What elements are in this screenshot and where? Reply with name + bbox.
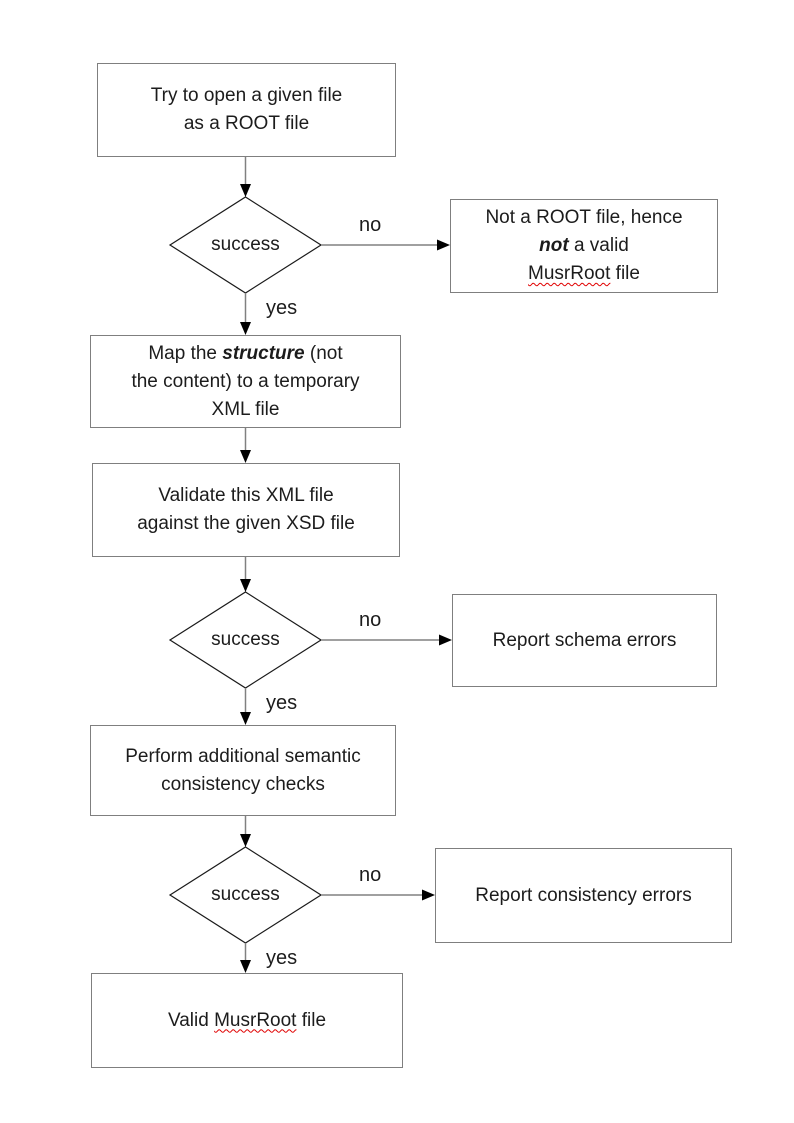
arrow-validate-to-success2 [240, 557, 251, 592]
arrow-map-to-validate [240, 428, 251, 463]
text-line: Try to open a given file [150, 85, 343, 106]
text-line: Perform additional semantic [125, 745, 361, 767]
text-line: as a ROOT file [183, 113, 310, 134]
text-line: Not a ROOT file, hence [485, 207, 683, 228]
arrowhead-down-icon [240, 450, 251, 463]
emphasized-word: structure [222, 342, 305, 364]
arrow-success3-no [321, 889, 435, 901]
arrow-success3-yes [240, 943, 251, 973]
node-map-structure: Map the structure (not the content) to a… [90, 335, 401, 428]
arrow-success1-yes [240, 293, 251, 335]
node-semantic-checks: Perform additional semantic consistency … [90, 725, 396, 816]
node-report-consistency: Report consistency errors [435, 848, 732, 943]
edge-label-no-3: no [359, 864, 382, 886]
arrowhead-down-icon [240, 712, 251, 725]
arrowhead-right-icon [422, 889, 435, 901]
text-fragment: Map the [148, 342, 223, 364]
text-line: not a valid [539, 232, 629, 260]
arrow-success2-yes [240, 688, 251, 725]
arrowhead-right-icon [439, 634, 452, 646]
text-fragment: a valid [568, 235, 629, 256]
text-line: the content) to a temporary [131, 370, 360, 392]
arrow-success1-no [321, 239, 450, 251]
edge-label-yes-1: yes [266, 297, 298, 319]
text-line: Validate this XML file [158, 485, 334, 506]
edge-label-yes-2: yes [266, 692, 298, 714]
emphasized-word: not [539, 235, 569, 256]
text-fragment: file [296, 1009, 327, 1031]
text-line: Report consistency errors [475, 884, 692, 906]
node-not-root-file: Not a ROOT file, hence not a valid MusrR… [450, 199, 718, 293]
arrowhead-down-icon [240, 834, 251, 847]
arrowhead-down-icon [240, 322, 251, 335]
spellcheck-word: MusrRoot [528, 263, 611, 284]
text-line: Report schema errors [492, 629, 677, 651]
arrowhead-down-icon [240, 579, 251, 592]
text-line: Valid MusrRoot file [168, 1007, 326, 1035]
spellcheck-word: MusrRoot [214, 1009, 297, 1031]
arrowhead-down-icon [240, 960, 251, 973]
arrow-success2-no [321, 634, 452, 646]
node-valid-file: Valid MusrRoot file [91, 973, 403, 1068]
text-fragment: file [610, 263, 640, 284]
decision-label-success-3: success [211, 884, 280, 905]
arrowhead-right-icon [437, 239, 450, 251]
node-open-file: Try to open a given file as a ROOT file [97, 63, 396, 157]
arrow-semantic-to-success3 [240, 816, 251, 847]
text-line: against the given XSD file [137, 513, 355, 534]
decision-label-success-2: success [211, 629, 280, 650]
arrowhead-down-icon [240, 184, 251, 197]
text-fragment: Valid [167, 1009, 215, 1031]
decision-label-success-1: success [211, 234, 280, 255]
node-validate-xml: Validate this XML file against the given… [92, 463, 400, 557]
edge-label-no-1: no [359, 214, 382, 236]
text-line: Map the structure (not [148, 340, 342, 368]
edge-label-no-2: no [359, 609, 382, 631]
text-line: consistency checks [161, 773, 325, 795]
text-line: MusrRoot file [528, 260, 640, 288]
text-line: XML file [211, 398, 280, 420]
text-fragment: (not [304, 342, 343, 364]
node-report-schema: Report schema errors [452, 594, 717, 687]
edge-label-yes-3: yes [266, 947, 298, 969]
